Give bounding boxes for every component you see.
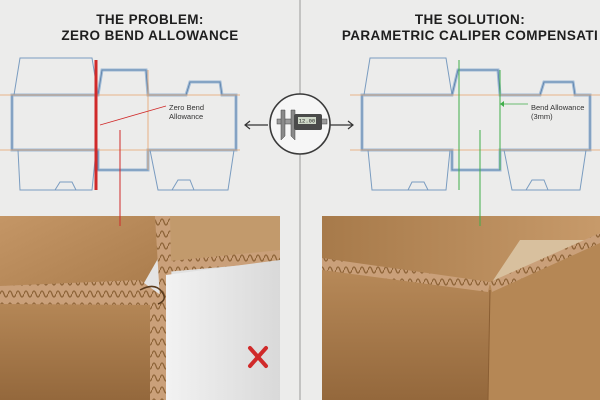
callout-pointer-left	[99, 105, 167, 126]
problem-title: THE PROBLEM: ZERO BEND ALLOWANCE	[0, 12, 300, 44]
solution-title-line2: PARAMETRIC CALIPER COMPENSATI	[341, 28, 599, 43]
caliper-readout: 12.00	[299, 118, 316, 125]
red-x-icon	[248, 346, 268, 368]
zero-bend-callout-line1: Zero Bend	[169, 103, 205, 112]
right-photo-good-fold	[322, 216, 600, 400]
left-photo-bad-fold	[0, 216, 280, 400]
right-dieline-diagram	[350, 57, 600, 218]
bend-allowance-callout: Bend Allowance (3mm)	[530, 103, 586, 121]
zero-bend-callout: Zero Bend Allowance	[168, 103, 206, 121]
caliper-icon-badge: 12.00	[244, 93, 354, 155]
problem-title-line1: THE PROBLEM:	[96, 12, 204, 27]
solution-title: THE SOLUTION: PARAMETRIC CALIPER COMPENS…	[320, 12, 600, 44]
bend-allowance-callout-line2: (3mm)	[531, 112, 553, 121]
problem-title-line2: ZERO BEND ALLOWANCE	[61, 28, 239, 43]
solution-title-line1: THE SOLUTION:	[414, 12, 526, 27]
left-dieline-diagram	[0, 57, 240, 218]
zero-bend-callout-line2: Allowance	[169, 112, 204, 121]
bend-allowance-callout-line1: Bend Allowance	[531, 103, 585, 112]
